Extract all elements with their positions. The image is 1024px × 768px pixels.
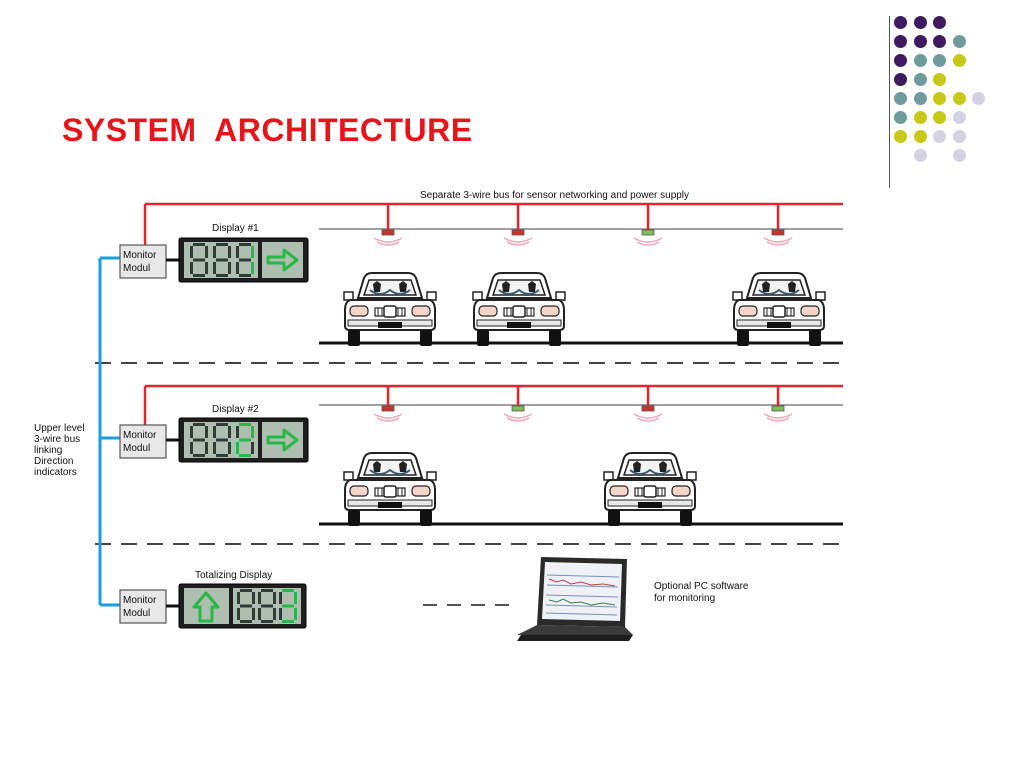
display-1 <box>178 237 309 283</box>
car-icon <box>343 452 437 527</box>
sensor-icon <box>763 204 793 246</box>
slide-title: SYSTEM ARCHITECTURE <box>62 112 473 148</box>
decorative-dot <box>894 92 907 105</box>
svg-text:Modul: Modul <box>123 443 150 454</box>
sensor-network-bus-row1: Separate 3-wire bus for sensor networkin… <box>143 190 843 267</box>
arrow-right-icon <box>266 248 299 272</box>
svg-text:Modul: Modul <box>123 608 150 619</box>
decorative-dot <box>913 130 927 143</box>
top-bus-caption: Separate 3-wire bus for sensor networkin… <box>420 190 689 201</box>
decorative-dot <box>933 73 946 86</box>
decorative-dot <box>913 54 927 67</box>
decorative-dot <box>913 35 927 48</box>
svg-text:Monitor: Monitor <box>123 430 157 441</box>
sensor-icon <box>503 386 533 422</box>
decorative-dot <box>952 92 966 105</box>
svg-text:Monitor: Monitor <box>123 595 157 606</box>
decorative-dot <box>894 35 907 48</box>
decorative-dot <box>913 149 927 162</box>
decorative-divider <box>889 16 890 188</box>
totalizing-digit <box>279 589 297 623</box>
decorative-dot <box>952 54 966 67</box>
decorative-dot <box>952 149 966 162</box>
decorative-dot <box>894 111 907 124</box>
decorative-dot <box>933 35 946 48</box>
row1-sensors <box>373 204 793 246</box>
sensor-icon <box>763 386 793 422</box>
row2-sensors <box>373 386 793 422</box>
display-2 <box>178 417 309 463</box>
decorative-dot <box>933 130 946 143</box>
display-1-digit <box>236 243 254 277</box>
decorative-dot <box>933 54 946 67</box>
pc-software-label: Optional PC software for monitoring <box>654 581 751 604</box>
sensor-icon <box>633 204 663 246</box>
totalizing-display-title: Totalizing Display <box>195 570 272 581</box>
display-2-digit <box>236 423 254 457</box>
svg-text:Modul: Modul <box>123 263 150 274</box>
laptop-icon <box>517 557 633 641</box>
car-icon <box>732 272 826 347</box>
monitor-module-3: Monitor Modul <box>119 589 179 624</box>
decorative-dot <box>952 111 966 124</box>
decorative-dot <box>913 111 927 124</box>
decorative-dot <box>913 73 927 86</box>
monitor-module-1: Monitor Modul <box>119 244 179 279</box>
arrow-up-icon <box>192 591 220 623</box>
display-1-title: Display #1 <box>212 223 259 234</box>
decorative-dot <box>894 16 907 29</box>
car-icon <box>603 452 697 527</box>
decorative-dot <box>933 16 946 29</box>
display-2-title: Display #2 <box>212 404 259 415</box>
decorative-dot <box>933 111 946 124</box>
decorative-dot <box>894 54 907 67</box>
decorative-dot <box>952 130 966 143</box>
svg-text:Monitor: Monitor <box>123 250 157 261</box>
upper-level-bus <box>98 256 120 607</box>
sensor-icon <box>503 204 533 246</box>
decorative-dot <box>933 92 946 105</box>
sensor-icon <box>373 386 403 422</box>
car-icon <box>472 272 566 347</box>
car-icon <box>343 272 437 347</box>
upper-bus-label: Upper level 3-wire bus linking Direction… <box>34 423 87 478</box>
monitor-module-2: Monitor Modul <box>119 424 179 459</box>
decorative-dot <box>952 35 966 48</box>
sensor-icon <box>373 204 403 246</box>
totalizing-display <box>178 583 307 629</box>
decorative-dot <box>894 130 907 143</box>
arrow-right-icon <box>266 428 299 452</box>
decorative-dot <box>913 92 927 105</box>
decorative-dot <box>972 92 985 105</box>
sensor-icon <box>633 386 663 422</box>
decorative-dot <box>913 16 927 29</box>
decorative-dot <box>894 73 907 86</box>
